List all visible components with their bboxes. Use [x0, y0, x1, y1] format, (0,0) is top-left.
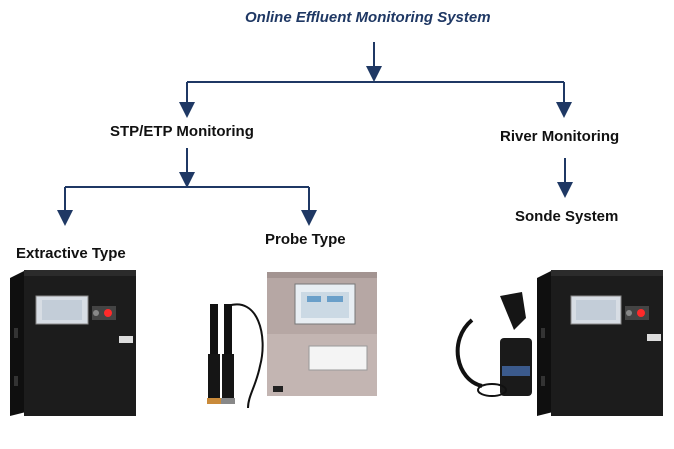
- sonde-label: Sonde System: [515, 208, 619, 225]
- stp-etp-label: STP/ETP Monitoring: [110, 123, 254, 140]
- extractive-label: Extractive Type: [16, 245, 126, 262]
- sonde-sensor-icon: [455, 292, 532, 397]
- probe-analyzer-icon: [267, 272, 377, 396]
- river-label: River Monitoring: [500, 128, 620, 145]
- sonde-system-icon: [537, 270, 663, 416]
- probe-sensor-icon: [207, 303, 264, 409]
- diagram-title: Online Effluent Monitoring System: [245, 9, 491, 26]
- extractive-analyzer-icon: [10, 270, 136, 416]
- probe-label: Probe Type: [265, 231, 346, 248]
